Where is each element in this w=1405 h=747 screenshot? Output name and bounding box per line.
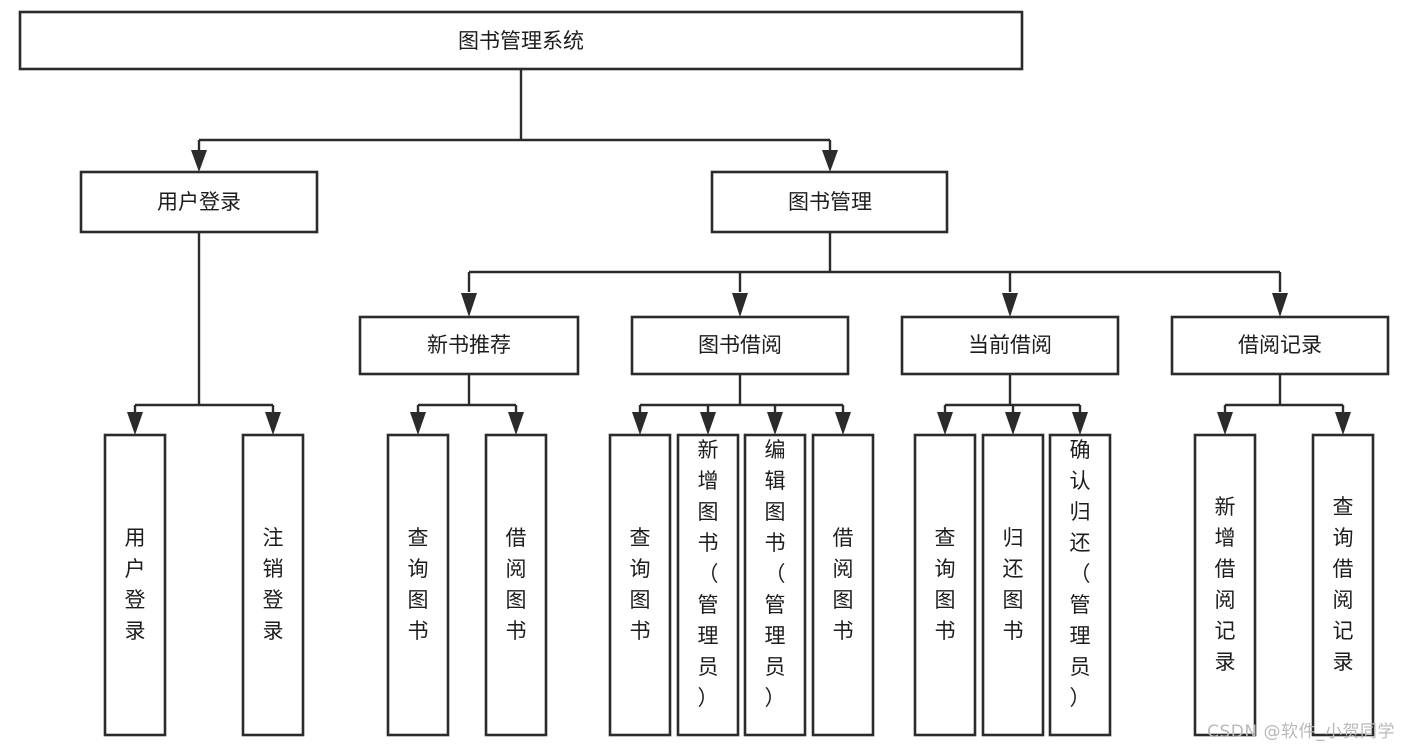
arrow-to-book-manage bbox=[822, 150, 838, 172]
node-root-label: 图书管理系统 bbox=[458, 29, 584, 53]
node-current-borrow[interactable]: 当前借阅 bbox=[900, 315, 1120, 376]
arrow-to-leaf-borrow-book-2 bbox=[835, 412, 851, 435]
node-leaf-return-book-box[interactable] bbox=[981, 433, 1045, 737]
node-leaf-borrow-book-1-box[interactable] bbox=[484, 433, 548, 737]
arrow-to-leaf-query-book-1 bbox=[410, 412, 426, 435]
node-leaf-edit-book[interactable]: 编辑图书（管理员） bbox=[743, 433, 807, 737]
node-leaf-logout-login-box[interactable] bbox=[241, 433, 305, 737]
node-leaf-edit-book-label: 编辑图书（管理员） bbox=[765, 438, 786, 710]
arrow-to-leaf-return-book bbox=[1005, 412, 1021, 435]
arrow-to-leaf-confirm-return bbox=[1072, 412, 1088, 435]
node-leaf-borrow-book-2[interactable]: 借阅图书 bbox=[811, 433, 875, 737]
arrow-to-leaf-query-book-3 bbox=[937, 412, 953, 435]
arrow-to-leaf-add-book bbox=[700, 412, 716, 435]
node-leaf-confirm-return-box[interactable] bbox=[1048, 433, 1112, 737]
node-borrow-record-label: 借阅记录 bbox=[1238, 333, 1322, 357]
node-leaf-query-book-3-box[interactable] bbox=[913, 433, 977, 737]
node-user-login-label: 用户登录 bbox=[157, 190, 241, 214]
arrow-to-leaf-logout-login bbox=[265, 412, 281, 435]
node-leaf-query-book-2[interactable]: 查询图书 bbox=[608, 433, 672, 737]
node-book-manage-box[interactable] bbox=[710, 170, 949, 234]
arrow-to-leaf-user-login bbox=[127, 412, 143, 435]
node-leaf-query-book-1-box[interactable] bbox=[386, 433, 450, 737]
arrow-to-book-borrow bbox=[732, 293, 748, 317]
node-leaf-query-book-3-label: 查询图书 bbox=[935, 526, 956, 643]
node-leaf-add-record-label: 新增借阅记录 bbox=[1215, 495, 1236, 674]
node-leaf-add-record-box[interactable] bbox=[1193, 433, 1257, 737]
node-leaf-user-login-box[interactable] bbox=[103, 433, 167, 737]
arrow-to-leaf-query-record bbox=[1335, 412, 1351, 435]
node-book-manage[interactable]: 图书管理 bbox=[710, 170, 949, 234]
node-new-book-recommend-box[interactable] bbox=[358, 315, 580, 376]
connectors-layer bbox=[127, 69, 1351, 435]
node-leaf-logout-login[interactable]: 注销登录 bbox=[241, 433, 305, 737]
node-leaf-query-book-2-box[interactable] bbox=[608, 433, 672, 737]
node-current-borrow-box[interactable] bbox=[900, 315, 1120, 376]
node-leaf-add-book-box[interactable] bbox=[676, 433, 740, 737]
node-leaf-add-book-label: 新增图书（管理员） bbox=[698, 438, 719, 710]
node-book-manage-label: 图书管理 bbox=[788, 190, 872, 214]
leaf-nodes-layer: 用户登录 注销登录 查询图书 借阅图书 查询图书 新增图书（管理员） 编辑图书（管理员） 借阅… bbox=[103, 433, 1375, 737]
node-leaf-logout-login-label: 注销登录 bbox=[263, 526, 284, 643]
node-leaf-borrow-book-1-label: 借阅图书 bbox=[506, 526, 527, 643]
edge-root-bus bbox=[197, 69, 832, 160]
arrow-to-leaf-edit-book bbox=[767, 412, 783, 435]
edge-borrowrecord-bus bbox=[1223, 374, 1345, 415]
node-leaf-query-book-2-label: 查询图书 bbox=[630, 526, 651, 643]
node-new-book-recommend-label: 新书推荐 bbox=[427, 333, 511, 357]
node-new-book-recommend[interactable]: 新书推荐 bbox=[358, 315, 580, 376]
edge-currentborrow-bus bbox=[943, 374, 1082, 415]
edge-newbook-bus bbox=[416, 374, 518, 415]
node-user-login-box[interactable] bbox=[79, 170, 319, 234]
node-book-borrow-label: 图书借阅 bbox=[698, 333, 782, 357]
node-leaf-borrow-book-2-box[interactable] bbox=[811, 433, 875, 737]
node-leaf-borrow-book-2-label: 借阅图书 bbox=[833, 526, 854, 643]
node-leaf-query-record[interactable]: 查询借阅记录 bbox=[1311, 433, 1375, 737]
node-book-borrow[interactable]: 图书借阅 bbox=[630, 315, 850, 376]
node-leaf-query-book-1[interactable]: 查询图书 bbox=[386, 433, 450, 737]
arrow-to-new-book-recommend bbox=[461, 293, 477, 317]
node-root[interactable]: 图书管理系统 bbox=[18, 10, 1024, 71]
edge-bookborrow-bus bbox=[638, 374, 845, 415]
arrow-to-current-borrow bbox=[1002, 293, 1018, 317]
node-leaf-user-login[interactable]: 用户登录 bbox=[103, 433, 167, 737]
node-leaf-user-login-label: 用户登录 bbox=[125, 526, 146, 643]
node-leaf-query-record-box[interactable] bbox=[1311, 433, 1375, 737]
node-book-borrow-box[interactable] bbox=[630, 315, 850, 376]
node-leaf-edit-book-box[interactable] bbox=[743, 433, 807, 737]
node-leaf-borrow-book-1[interactable]: 借阅图书 bbox=[484, 433, 548, 737]
arrow-to-leaf-query-book-2 bbox=[632, 412, 648, 435]
node-user-login[interactable]: 用户登录 bbox=[79, 170, 319, 234]
arrow-to-borrow-record bbox=[1272, 293, 1288, 317]
arrow-to-leaf-borrow-book-1 bbox=[508, 412, 524, 435]
node-leaf-confirm-return[interactable]: 确认归还（管理员） bbox=[1048, 433, 1112, 737]
arrow-to-leaf-add-record bbox=[1217, 412, 1233, 435]
node-root-box[interactable] bbox=[18, 10, 1024, 71]
node-leaf-query-record-label: 查询借阅记录 bbox=[1333, 495, 1354, 674]
node-leaf-return-book-label: 归还图书 bbox=[1003, 526, 1024, 643]
node-leaf-add-record[interactable]: 新增借阅记录 bbox=[1193, 433, 1257, 737]
node-leaf-query-book-3[interactable]: 查询图书 bbox=[913, 433, 977, 737]
edge-userlogin-bus bbox=[133, 232, 275, 415]
node-leaf-confirm-return-label: 确认归还（管理员） bbox=[1070, 438, 1091, 710]
edge-bookmanage-bus bbox=[467, 232, 1282, 292]
node-leaf-return-book[interactable]: 归还图书 bbox=[981, 433, 1045, 737]
node-leaf-add-book[interactable]: 新增图书（管理员） bbox=[676, 433, 740, 737]
arrow-to-user-login bbox=[191, 150, 207, 172]
node-leaf-query-book-1-label: 查询图书 bbox=[408, 526, 429, 643]
node-borrow-record-box[interactable] bbox=[1170, 315, 1390, 376]
node-borrow-record[interactable]: 借阅记录 bbox=[1170, 315, 1390, 376]
node-current-borrow-label: 当前借阅 bbox=[968, 333, 1052, 357]
